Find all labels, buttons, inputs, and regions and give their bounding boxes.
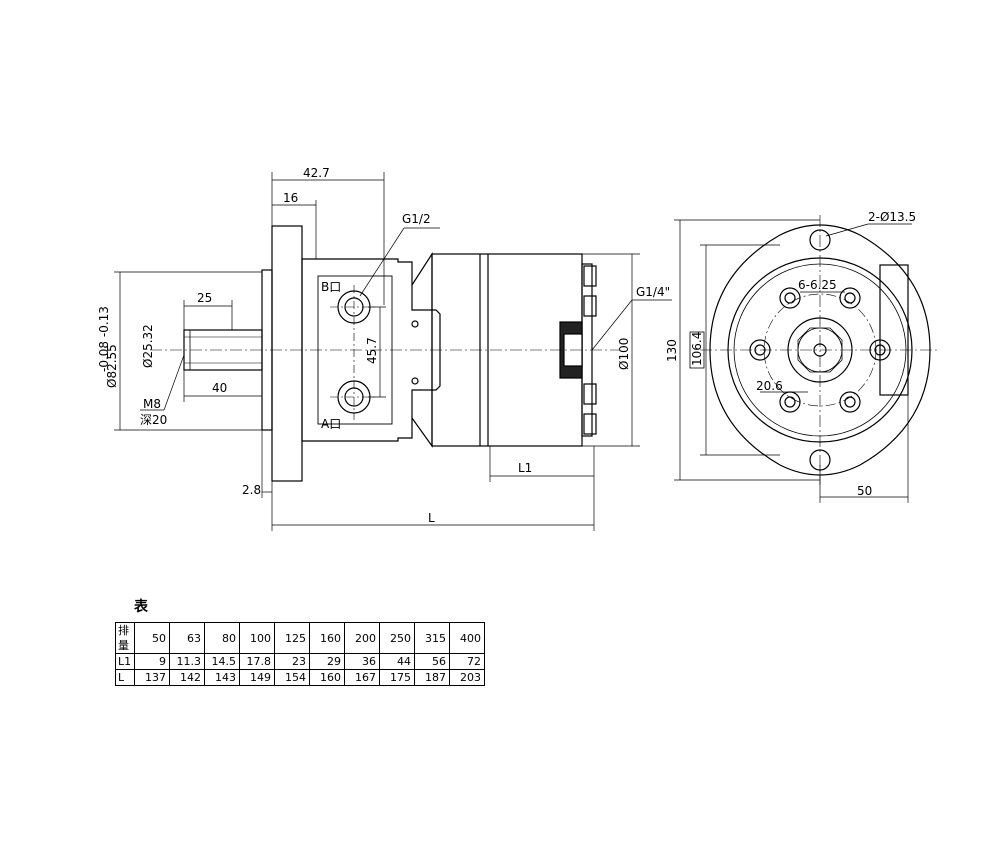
table-cell: 125 [274, 622, 310, 654]
table-cell: 200 [344, 622, 380, 654]
table-cell: 400 [449, 622, 485, 654]
side-view [114, 172, 672, 531]
table-cell: 250 [379, 622, 415, 654]
pcd-label: 20.6 [756, 379, 783, 393]
body-dia: Ø100 [617, 338, 631, 370]
table-cell: 203 [449, 669, 485, 686]
table-cell: 14.5 [204, 653, 240, 670]
table-cell: 排量 [115, 622, 135, 654]
dim-2-8: 2.8 [242, 483, 261, 497]
shaft-dia: Ø25.32 [141, 324, 155, 368]
table-cell: 160 [309, 622, 345, 654]
table-cell: 11.3 [169, 653, 205, 670]
table-cell: 175 [379, 669, 415, 686]
dim-50: 50 [857, 484, 872, 498]
mount-holes-label: 2-Ø13.5 [868, 210, 916, 224]
table-cell: 29 [309, 653, 345, 670]
dim-130: 130 [665, 339, 679, 362]
drain-label: G1/4" [636, 285, 670, 299]
table-cell: 167 [344, 669, 380, 686]
dim-40: 40 [212, 381, 227, 395]
table-cell: 17.8 [239, 653, 275, 670]
table-cell: 142 [169, 669, 205, 686]
table-cell: 36 [344, 653, 380, 670]
table-cell: 9 [134, 653, 170, 670]
bolt-head [583, 265, 597, 287]
dim-106-4: 106.4 [690, 332, 704, 366]
table-cell: 315 [414, 622, 450, 654]
table-cell: 72 [449, 653, 485, 670]
thread-depth: 深20 [140, 413, 167, 427]
dim-16: 16 [283, 191, 298, 205]
front-view [674, 215, 940, 503]
table-cell: 137 [134, 669, 170, 686]
table-cell: 100 [239, 622, 275, 654]
flange-tol: -0.08 -0.13 [97, 306, 111, 372]
port-b-label: B口 [321, 280, 341, 294]
dim-25: 25 [197, 291, 212, 305]
port-label: G1/2 [402, 212, 431, 226]
dim-42-7: 42.7 [303, 166, 330, 180]
table-cell: L [115, 669, 135, 686]
table-cell: 80 [204, 622, 240, 654]
table-caption: 表 [134, 599, 148, 615]
table-cell: 50 [134, 622, 170, 654]
spline [797, 327, 843, 373]
table-cell: 154 [274, 669, 310, 686]
dim-L1: L1 [518, 461, 532, 475]
flange-dia: Ø82.55 [105, 344, 119, 388]
table-cell: 160 [309, 669, 345, 686]
table-cell: 44 [379, 653, 415, 670]
table-cell: 143 [204, 669, 240, 686]
table-cell: L1 [115, 653, 135, 670]
table-cell: 187 [414, 669, 450, 686]
dim-L: L [428, 511, 435, 525]
table-cell: 56 [414, 653, 450, 670]
thread: M8 [143, 397, 161, 411]
bolt-holes-label: 6-6.25 [798, 278, 837, 292]
port-spacing: 45.7 [365, 337, 379, 364]
motor-body [301, 258, 441, 442]
mounting-flange [271, 225, 303, 482]
port-a-label: A口 [321, 417, 341, 431]
table-cell: 63 [169, 622, 205, 654]
table-cell: 149 [239, 669, 275, 686]
table-cell: 23 [274, 653, 310, 670]
